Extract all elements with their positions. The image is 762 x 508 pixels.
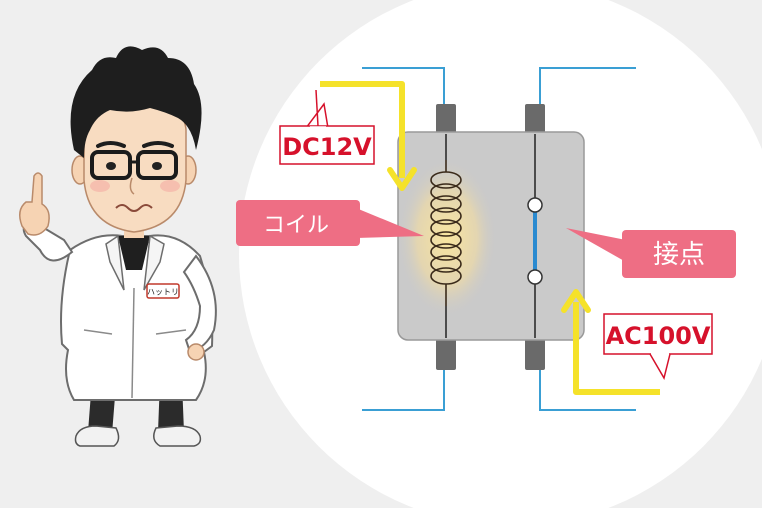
- ac-current-arrow: [561, 289, 660, 395]
- coil-callout: コイル: [236, 200, 424, 246]
- coil-icon: [430, 160, 462, 306]
- name-tag: [146, 283, 180, 299]
- coil-label: コイル: [263, 213, 329, 238]
- blue-wires: [362, 67, 636, 411]
- ac-voltage-label: AC100V: [606, 322, 711, 350]
- name-tag-text: ハットリ: [147, 288, 179, 297]
- contact-switch-icon: [527, 197, 543, 285]
- scientist-character-icon: ハットリ: [19, 46, 217, 447]
- relay-terminals: [436, 104, 545, 370]
- dc-voltage-label: DC12V: [282, 133, 372, 161]
- dc-current-arrow: [320, 81, 417, 191]
- ac-voltage-callout: AC100V: [603, 313, 713, 380]
- internal-wires: [445, 134, 536, 338]
- dc-voltage-callout: DC12V: [279, 89, 375, 165]
- contact-callout: 接点: [566, 228, 736, 278]
- contact-label: 接点: [653, 240, 705, 270]
- coil-glow: [397, 158, 497, 318]
